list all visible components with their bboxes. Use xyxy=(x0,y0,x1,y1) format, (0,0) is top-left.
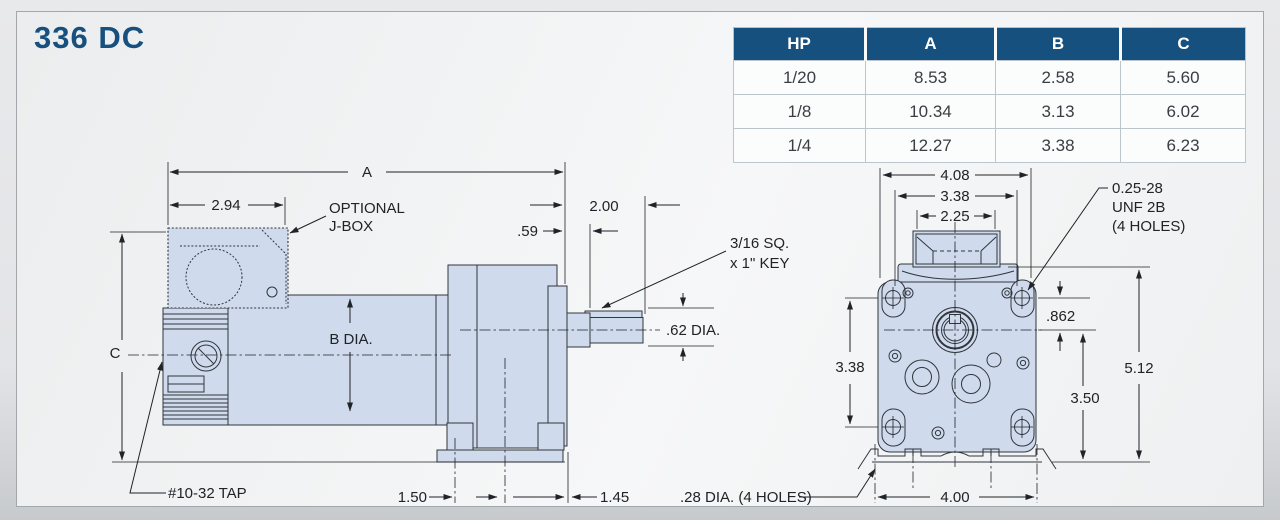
label-optional-jbox-line1: OPTIONAL xyxy=(329,200,405,217)
dimension-table: HP A B C 1/20 8.53 2.58 5.60 1/8 10.34 3… xyxy=(733,27,1246,163)
dim-base-hole-rear: 1.50 xyxy=(398,489,427,506)
table-row: 1/8 10.34 3.13 6.02 xyxy=(733,94,1246,129)
col-header-b: B xyxy=(994,27,1121,61)
dim-overall-front-height: 5.12 xyxy=(1124,360,1153,377)
label-key-line2: x 1" KEY xyxy=(730,255,790,272)
page-title: 336 DC xyxy=(34,20,146,55)
dim-base-hole-front: 1.45 xyxy=(600,489,629,506)
dim-hole-span-vertical: 3.38 xyxy=(835,359,864,376)
cell: 3.38 xyxy=(995,128,1121,163)
cell: 1/4 xyxy=(733,128,866,163)
dim-shaft-to-base: 3.50 xyxy=(1070,390,1099,407)
col-header-hp: HP xyxy=(733,27,866,61)
table-row: 1/4 12.27 3.38 6.23 xyxy=(733,128,1246,163)
dim-jbox-width: 2.94 xyxy=(211,197,240,214)
dim-body-diameter: B DIA. xyxy=(329,331,372,348)
dim-overall-height-C: C xyxy=(110,345,121,362)
cell: 2.58 xyxy=(995,60,1121,95)
dim-base-width: 4.00 xyxy=(940,489,969,506)
dim-shaft-length: 2.00 xyxy=(589,198,618,215)
side-view-dimensions: A 2.94 OPTIONAL J-BOX 2.00 .59 3/16 SQ. … xyxy=(110,162,790,506)
dim-top-box-width: 2.25 xyxy=(940,208,969,225)
cell: 1/8 xyxy=(733,94,866,129)
table-header-row: HP A B C xyxy=(733,27,1246,61)
col-header-c: C xyxy=(1119,27,1246,61)
dim-hole-span-horizontal: 3.38 xyxy=(940,188,969,205)
side-view-motor-drawing xyxy=(128,227,660,503)
cell: 6.23 xyxy=(1120,128,1246,163)
dim-shaft-diameter: .62 DIA. xyxy=(666,322,720,339)
dim-flange-width: 4.08 xyxy=(940,167,969,184)
dim-hole-to-shaft: .862 xyxy=(1046,308,1075,325)
label-unf-line2: UNF 2B xyxy=(1112,199,1165,216)
table-row: 1/20 8.53 2.58 5.60 xyxy=(733,60,1246,95)
label-unf-line1: 0.25-28 xyxy=(1112,180,1163,197)
front-view-motor-drawing xyxy=(857,222,1057,503)
front-view-dimensions: 4.08 3.38 2.25 0.25-28 UNF 2B (4 HOLES) … xyxy=(680,167,1185,506)
label-base-holes: .28 DIA. (4 HOLES) xyxy=(680,489,812,506)
cell: 6.02 xyxy=(1120,94,1246,129)
label-tap: #10-32 TAP xyxy=(168,485,247,502)
dim-overall-length-A: A xyxy=(362,164,372,181)
label-unf-line3: (4 HOLES) xyxy=(1112,218,1185,235)
dim-flange-thickness: .59 xyxy=(517,223,538,240)
col-header-a: A xyxy=(864,27,996,61)
cell: 5.60 xyxy=(1120,60,1246,95)
label-optional-jbox-line2: J-BOX xyxy=(329,218,373,235)
label-key-line1: 3/16 SQ. xyxy=(730,235,789,252)
